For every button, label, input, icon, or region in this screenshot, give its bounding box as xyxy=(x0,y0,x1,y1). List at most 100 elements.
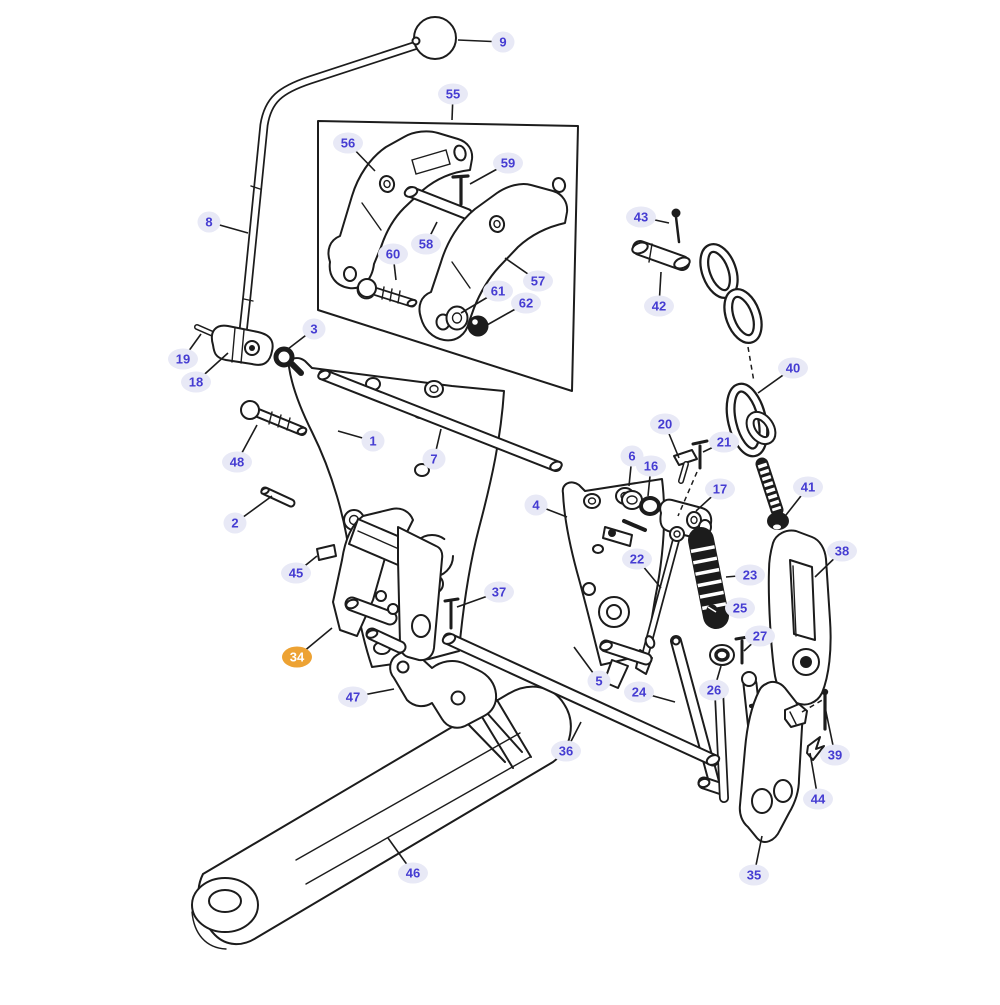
part-55-inset-box xyxy=(317,120,579,392)
label-bubble xyxy=(650,413,680,435)
label-text: 8 xyxy=(205,215,212,230)
part-label-62[interactable]: 62 xyxy=(486,292,541,326)
part-label-7[interactable]: 7 xyxy=(422,428,446,470)
label-bubble xyxy=(168,348,198,370)
label-text: 27 xyxy=(753,629,767,644)
part-label-26[interactable]: 26 xyxy=(699,665,729,701)
part-label-61[interactable]: 61 xyxy=(460,280,513,314)
part-59-pin xyxy=(451,174,470,206)
part-label-40[interactable]: 40 xyxy=(757,357,808,394)
label-text: 42 xyxy=(652,299,666,314)
part-label-27[interactable]: 27 xyxy=(743,625,775,652)
label-bubble xyxy=(493,152,523,174)
part-26-washer xyxy=(709,644,735,666)
label-text: 58 xyxy=(419,237,433,252)
label-bubble xyxy=(333,132,363,154)
label-text: 1 xyxy=(369,434,376,449)
part-48-bolt xyxy=(240,400,308,436)
label-text: 9 xyxy=(499,35,506,50)
part-label-1[interactable]: 1 xyxy=(337,430,385,452)
label-text: 20 xyxy=(658,417,672,432)
label-text: 34 xyxy=(290,650,305,665)
part-label-25[interactable]: 25 xyxy=(717,597,755,619)
label-text: 57 xyxy=(531,274,545,289)
label-text: 24 xyxy=(632,685,647,700)
part-41-nut xyxy=(767,512,789,530)
part-label-19[interactable]: 19 xyxy=(168,333,202,370)
part-21-pin xyxy=(677,439,709,517)
part-57-bracket xyxy=(418,177,569,342)
part-label-55[interactable]: 55 xyxy=(438,83,468,121)
label-bubble xyxy=(338,686,368,708)
label-text: 6 xyxy=(628,449,635,464)
part-label-8[interactable]: 8 xyxy=(197,211,249,234)
part-label-59[interactable]: 59 xyxy=(469,152,523,185)
part-label-20[interactable]: 20 xyxy=(650,413,680,459)
label-bubble xyxy=(524,494,548,516)
part-label-9[interactable]: 9 xyxy=(457,31,515,53)
part-label-60[interactable]: 60 xyxy=(378,243,408,281)
part-label-39[interactable]: 39 xyxy=(820,706,850,766)
label-bubble xyxy=(302,318,326,340)
part-label-44[interactable]: 44 xyxy=(803,752,833,810)
part-label-34[interactable]: 34 xyxy=(282,627,333,668)
label-bubble xyxy=(626,206,656,228)
label-text: 61 xyxy=(491,284,505,299)
part-label-16[interactable]: 16 xyxy=(636,455,666,497)
part-label-4[interactable]: 4 xyxy=(524,494,568,518)
part-label-18[interactable]: 18 xyxy=(181,352,229,393)
part-label-24[interactable]: 24 xyxy=(624,681,676,703)
part-label-36[interactable]: 36 xyxy=(551,721,582,762)
label-bubble xyxy=(725,597,755,619)
part-label-58[interactable]: 58 xyxy=(411,221,441,255)
part-label-56[interactable]: 56 xyxy=(333,132,376,172)
part-label-17[interactable]: 17 xyxy=(695,478,735,512)
label-text: 19 xyxy=(176,352,190,367)
part-label-5[interactable]: 5 xyxy=(573,646,611,692)
part-label-38[interactable]: 38 xyxy=(814,540,857,578)
label-text: 44 xyxy=(811,792,826,807)
label-bubble xyxy=(739,864,769,886)
label-text: 2 xyxy=(231,516,238,531)
part-label-43[interactable]: 43 xyxy=(626,206,670,228)
label-text: 47 xyxy=(346,690,360,705)
part-label-3[interactable]: 3 xyxy=(287,318,326,350)
part-label-37[interactable]: 37 xyxy=(456,581,514,608)
part-label-46[interactable]: 46 xyxy=(387,837,428,884)
part-16-bushing xyxy=(622,496,661,532)
part-label-21[interactable]: 21 xyxy=(702,431,739,453)
part-label-42[interactable]: 42 xyxy=(644,271,674,317)
part-label-41[interactable]: 41 xyxy=(785,476,823,516)
part-45-key xyxy=(316,544,337,561)
label-bubble xyxy=(222,451,252,473)
label-bubble xyxy=(778,357,808,379)
label-text: 16 xyxy=(644,459,658,474)
label-text: 3 xyxy=(310,322,317,337)
label-bubble xyxy=(636,455,666,477)
label-bubble xyxy=(709,431,739,453)
part-label-47[interactable]: 47 xyxy=(338,686,395,708)
part-label-22[interactable]: 22 xyxy=(622,548,662,589)
part-18-clamp xyxy=(210,324,274,366)
part-label-57[interactable]: 57 xyxy=(504,257,553,292)
label-bubble xyxy=(438,83,468,105)
label-bubble xyxy=(551,740,581,762)
label-bubble xyxy=(223,512,247,534)
part-8-lever xyxy=(238,39,425,337)
label-bubble xyxy=(361,430,385,452)
part-62-nut xyxy=(467,315,489,337)
part-label-45[interactable]: 45 xyxy=(281,555,318,584)
part-label-23[interactable]: 23 xyxy=(725,564,765,586)
label-text: 5 xyxy=(595,674,602,689)
part-label-48[interactable]: 48 xyxy=(222,424,258,473)
label-bubble xyxy=(422,448,446,470)
label-bubble xyxy=(735,564,765,586)
part-label-35[interactable]: 35 xyxy=(739,835,769,886)
label-text: 36 xyxy=(559,744,573,759)
label-text: 18 xyxy=(189,375,203,390)
part-label-2[interactable]: 2 xyxy=(223,495,273,534)
label-bubble xyxy=(483,280,513,302)
label-text: 60 xyxy=(386,247,400,262)
label-bubble xyxy=(523,270,553,292)
